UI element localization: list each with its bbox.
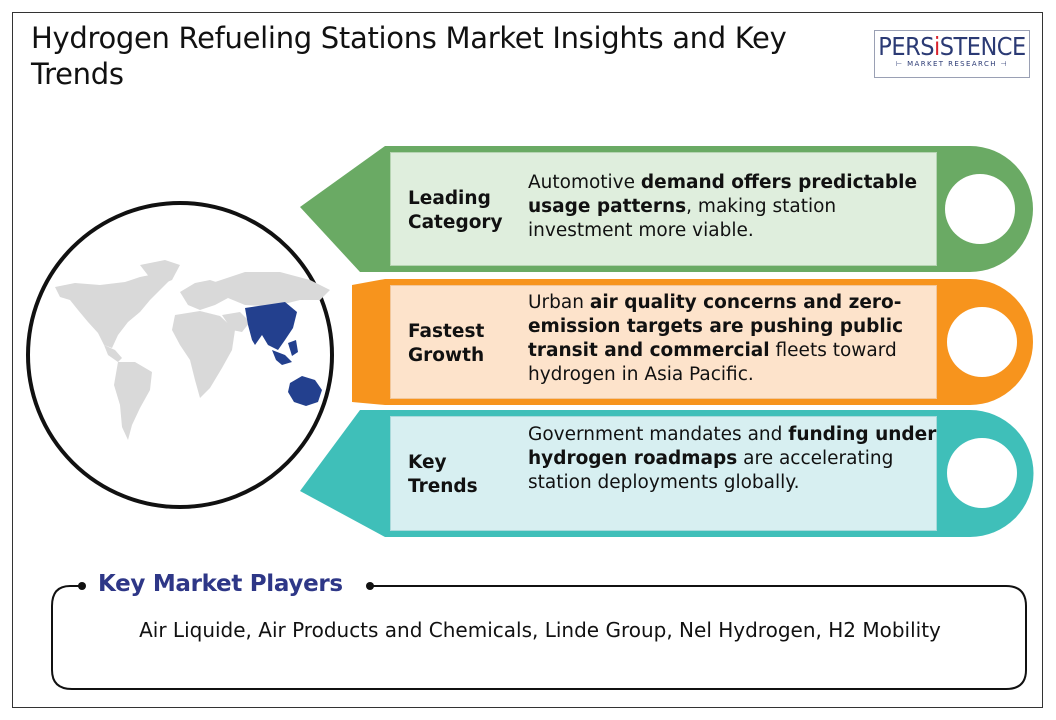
panel-key-trends xyxy=(390,416,937,531)
bullet-dot-icon xyxy=(366,582,374,590)
desc-fastest-growth: Urban air quality concerns and zero-emis… xyxy=(528,292,904,385)
logo-wordmark: PERSiSTENCE xyxy=(878,32,1026,61)
ring-hole-icon xyxy=(947,307,1017,377)
ring-hole-icon xyxy=(945,174,1015,244)
panel-fastest-growth xyxy=(390,285,937,399)
bullet-dot-icon xyxy=(78,582,86,590)
persistence-logo: PERSiSTENCE ⊢ MARKET RESEARCH ⊣ xyxy=(874,30,1030,78)
ring-hole-icon xyxy=(947,438,1017,508)
world-map-icon xyxy=(55,260,330,440)
page-title: Hydrogen Refueling Stations Market Insig… xyxy=(31,21,787,91)
panel-leading-category xyxy=(390,152,937,266)
desc-key-trends: Government mandates and funding under hy… xyxy=(528,424,937,493)
players-heading: Key Market Players xyxy=(96,571,345,597)
asia-pacific-highlight-icon xyxy=(245,302,322,406)
players-list: Air Liquide, Air Products and Chemicals,… xyxy=(139,618,941,642)
logo-tagline: ⊢ MARKET RESEARCH ⊣ xyxy=(895,60,1009,68)
desc-leading-category: Automotive demand offers predictable usa… xyxy=(528,172,918,241)
infographic-frame xyxy=(12,12,1043,708)
